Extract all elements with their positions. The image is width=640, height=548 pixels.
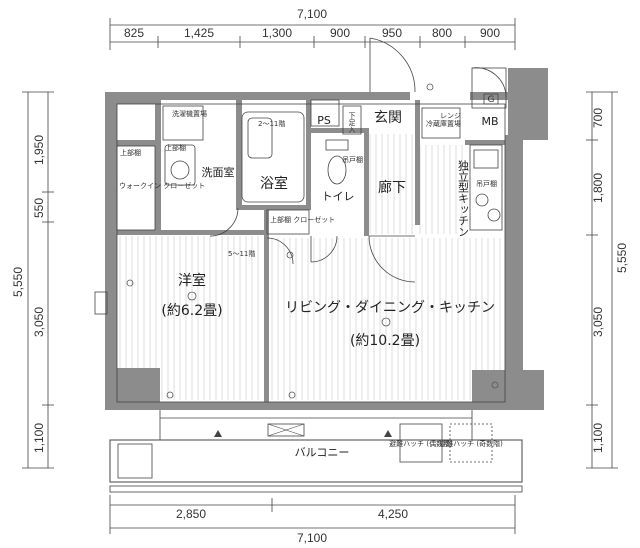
closet-label: 上部棚 クローゼット xyxy=(270,215,335,224)
walls xyxy=(105,68,548,410)
laundry-label: 洗濯機置場 xyxy=(172,109,207,118)
doors xyxy=(94,37,507,315)
fixture-markers xyxy=(126,83,499,399)
small-annotations: 下足入 洗濯機置場 上部棚 上部棚 ウォークイン クローゼット 上部棚 クローゼ… xyxy=(119,109,497,258)
fridge-label: 冷蔵庫置場 xyxy=(426,119,461,128)
dim-top-seg-6: 800 xyxy=(432,26,452,40)
top-dimensions: 7,100 825 1,425 1,300 900 950 800 900 xyxy=(109,7,516,50)
dim-left-seg-2: 550 xyxy=(32,198,46,218)
toilet-label: トイレ xyxy=(322,190,355,203)
dim-bottom-seg-2: 4,250 xyxy=(378,507,408,521)
range-label: レンジ xyxy=(440,112,461,120)
ldk-label: リビング・ダイニング・キッチン xyxy=(285,300,495,316)
bath-label: 浴室 xyxy=(260,175,288,192)
kitchen-label: 独立型キッチン xyxy=(457,160,470,237)
hallway-label: 廊下 xyxy=(378,179,406,196)
hanger-label: 吊戸棚 xyxy=(342,155,363,164)
dim-top-seg-3: 1,300 xyxy=(262,26,292,40)
hatch-even-label: 避難ハッチ (偶数階) xyxy=(389,439,453,448)
balcony-area: バルコニー 避難ハッチ (偶数階) 避難ハッチ (奇数階) xyxy=(109,410,523,493)
western-room-label: 洋室 xyxy=(178,272,206,289)
western-room-size: (約6.2畳) xyxy=(161,303,222,319)
entrance-label: 玄関 xyxy=(374,109,402,126)
dim-left-seg-3: 3,050 xyxy=(32,307,46,337)
dim-right-seg-1: 700 xyxy=(591,108,605,128)
walk-in-closet-label: ウォークイン クローゼット xyxy=(119,181,205,190)
dim-left-seg-1: 1,950 xyxy=(32,135,46,165)
dim-top-seg-1: 825 xyxy=(124,26,144,40)
g-label: G xyxy=(488,95,495,105)
dim-right-seg-2: 1,800 xyxy=(591,173,605,203)
mb-label: MB xyxy=(481,115,498,128)
balcony-label: バルコニー xyxy=(295,446,350,459)
dim-left-seg-4: 1,100 xyxy=(32,423,46,453)
washroom-label: 洗面室 xyxy=(202,165,235,179)
dim-left-total: 5,550 xyxy=(11,267,25,297)
ldk-size: (約10.2畳) xyxy=(350,333,420,349)
dim-top-seg-7: 900 xyxy=(480,26,500,40)
dim-top-seg-4: 900 xyxy=(330,26,350,40)
rise-western-label: 5〜11階 xyxy=(228,249,255,258)
dim-right-total: 5,550 xyxy=(615,243,629,273)
hatch-odd-label: 避難ハッチ (奇数階) xyxy=(439,439,503,448)
floor-texture xyxy=(119,134,501,400)
right-dimensions: 700 1,800 3,050 1,100 5,550 xyxy=(586,91,629,469)
hanger-2-label: 吊戸棚 xyxy=(476,179,497,188)
rise-bath-label: 2〜11階 xyxy=(258,119,285,128)
shoe-box-label: 下足入 xyxy=(348,112,356,133)
room-outlines xyxy=(116,67,507,403)
dim-top-seg-2: 1,425 xyxy=(184,26,214,40)
dim-top-seg-5: 950 xyxy=(382,26,402,40)
left-dimensions: 5,550 1,950 550 3,050 1,100 xyxy=(11,91,54,469)
dim-top-total: 7,100 xyxy=(297,7,327,21)
ps-label: PS xyxy=(317,114,331,127)
room-labels: 洋室 (約6.2畳) リビング・ダイニング・キッチン (約10.2畳) 洗面室 … xyxy=(161,95,498,349)
upper-shelf-2-label: 上部棚 xyxy=(165,143,186,152)
upper-shelf-label: 上部棚 xyxy=(120,148,141,157)
bottom-dimensions: 2,850 4,250 7,100 xyxy=(109,495,516,545)
dim-right-seg-3: 3,050 xyxy=(591,307,605,337)
dim-bottom-seg-1: 2,850 xyxy=(176,507,206,521)
dim-right-seg-4: 1,100 xyxy=(591,423,605,453)
dim-bottom-total: 7,100 xyxy=(297,531,327,545)
